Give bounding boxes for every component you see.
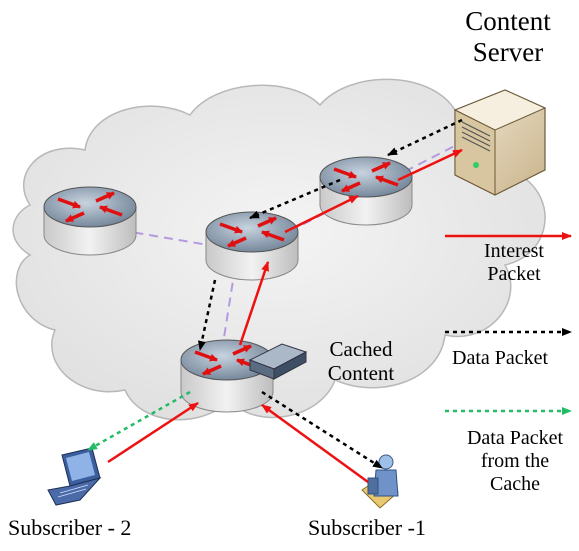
interest-paths [107, 148, 463, 484]
cache-storage-icon [248, 343, 308, 380]
content-server-icon [453, 89, 547, 196]
cached-content-label: Cached Content [315, 337, 407, 385]
legend [445, 232, 572, 415]
data-server-to-upper [387, 118, 463, 157]
data-paths [197, 118, 463, 470]
interest-from-subscriber-2 [107, 401, 199, 464]
legend-cache-label: Data Packet from the Cache [456, 427, 574, 496]
interest-from-subscriber-1 [261, 403, 369, 484]
router-upper-right [319, 156, 413, 226]
legend-interest-label-line2: Packet [487, 263, 541, 285]
legend-interest-label: Interest Packet [462, 240, 566, 286]
interest-middle-to-upper [284, 194, 359, 234]
legend-interest-label-line1: Interest [484, 240, 544, 262]
data-upper-to-middle [249, 178, 341, 220]
interest-edge-to-middle [238, 261, 270, 346]
legend-cache-label-line2: from the [480, 450, 550, 472]
content-server-label: Content Server [448, 6, 568, 68]
subscriber-1-label: Subscriber -1 [308, 515, 426, 540]
legend-data-label: Data Packet [452, 347, 549, 369]
content-server-label-line2: Server [472, 37, 544, 68]
interest-upper-to-server [397, 148, 463, 182]
router-edge [180, 339, 274, 413]
cached-content-label-line1: Cached [329, 337, 393, 361]
legend-cache-label-line1: Data Packet [466, 427, 564, 449]
cached-content-label-line2: Content [327, 361, 395, 386]
user-workstation-icon [361, 454, 399, 509]
router-middle [205, 211, 299, 281]
laptop-icon [47, 447, 102, 506]
legend-cache-label-line3: Cache [490, 473, 540, 495]
cache-edge-to-subscriber-2 [87, 390, 191, 452]
content-server-label-line1: Content [465, 6, 551, 36]
router-left [43, 186, 137, 256]
cache-paths [87, 390, 191, 452]
data-middle-to-edge [197, 279, 217, 351]
subscriber-2-label: Subscriber - 2 [8, 515, 132, 540]
